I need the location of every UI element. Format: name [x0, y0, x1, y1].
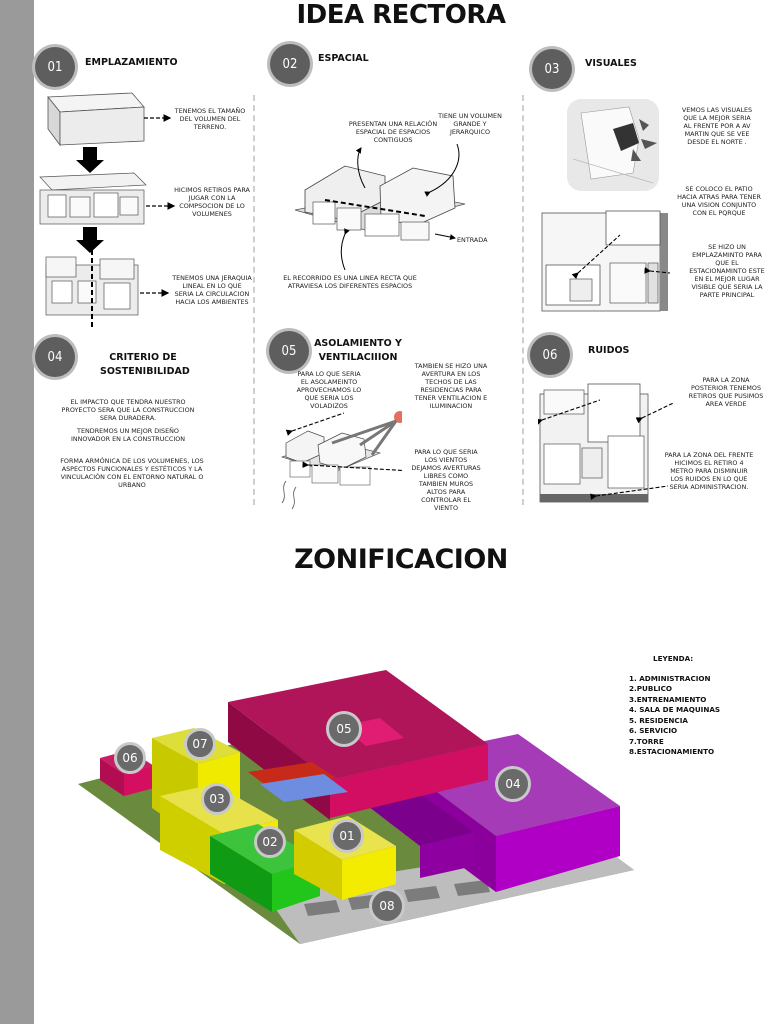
note-diseno-innovador: TENDREMOS UN MEJOR DISEÑO INNOVADOR EN L…	[70, 427, 186, 443]
note-zona-posterior: PARA LA ZONA POSTERIOR TENEMOS RETIROS Q…	[688, 376, 764, 408]
emplazamiento-diagram	[39, 92, 176, 327]
legend-item-torre: 7.TORRE	[629, 736, 664, 746]
section-badge-02: 02	[270, 44, 310, 84]
legend-item-residencia: 5. RESIDENCIA	[629, 715, 688, 725]
note-impacto: EL IMPACTO QUE TENDRA NUESTRO PROYECTO S…	[61, 398, 195, 422]
left-sidebar-bar	[0, 0, 34, 1024]
legend-item-publico: 2.PUBLICO	[629, 684, 672, 693]
espacial-diagram	[294, 143, 466, 271]
zone-badge-07: 07	[184, 728, 216, 760]
legend-item-servicio: 6. SERVICIO	[629, 726, 678, 735]
note-voladizos: PARA LO QUE SERIA EL ASOLAMEINTO APROVEC…	[296, 370, 362, 410]
legend-item-sala-maquinas: 4. SALA DE MAQUINAS	[629, 705, 721, 714]
page-title-zonificacion: ZONIFICACION	[294, 544, 508, 575]
note-relacion-espacial: PRESENTAN UNA RELACIÓN ESPACIAL DE ESPAC…	[348, 120, 438, 144]
note-terreno: TENEMOS EL TAMAÑO DEL VOLUMEN DEL TERREN…	[174, 107, 246, 131]
zone-badge-06: 06	[114, 742, 146, 774]
zone-badge-01: 01	[330, 819, 364, 853]
note-vientos: PARA LO QUE SERIA LOS VIENTOS DEJAMOS AV…	[411, 448, 481, 512]
note-avertura-techos: TAMBIEN SE HIZO UNA AVERTURA EN LOS TECH…	[414, 362, 488, 410]
section-heading-emplazamiento: EMPLAZAMIENTO	[85, 57, 178, 68]
section-badge-04: 04	[35, 337, 75, 377]
zone-badge-08: 08	[369, 888, 405, 924]
legend-box: LEYENDA: 1. ADMINISTRACION 2.PUBLICO 3.E…	[629, 654, 720, 758]
column-divider-2	[522, 95, 524, 505]
section-heading-visuales: VISUALES	[585, 58, 637, 69]
section-heading-espacial: ESPACIAL	[318, 53, 369, 64]
section-badge-03: 03	[532, 49, 572, 89]
note-patio-atras: SE COLOCO EL PATIO HACIA ATRAS PARA TENE…	[677, 185, 761, 217]
note-forma-armonica: FORMA ARMÓNICA DE LOS VOLUMENES, LOS ASP…	[60, 457, 204, 489]
note-estacionamiento: SE HIZO UN EMPLAZAMINTO PARA QUE EL ESTA…	[689, 243, 765, 299]
visuales-site-map	[567, 99, 659, 191]
visuales-plan-diagram	[541, 210, 670, 312]
ruidos-plan-diagram	[538, 383, 673, 503]
legend-item-administracion: 1. ADMINISTRACION	[629, 673, 711, 683]
page-title-idea-rectora: IDEA RECTORA	[296, 0, 506, 30]
zonificacion-3d-diagram	[78, 670, 634, 944]
section-heading-asolamiento: ASOLAMIENTO Y VENTILACIIION	[314, 338, 402, 363]
zone-badge-04: 04	[495, 766, 531, 802]
section-badge-01: 01	[35, 47, 75, 87]
note-recorrido: EL RECORRIDO ES UNA LINEA RECTA QUE ATRA…	[283, 274, 417, 290]
note-volumen-grande: TIENE UN VOLUMEN GRANDE Y JERARQUICO	[438, 112, 502, 136]
note-zona-frente: PARA LA ZONA DEL FRENTE HICIMOS EL RETIR…	[664, 451, 754, 491]
zone-badge-05: 05	[326, 711, 362, 747]
zone-badge-03: 03	[201, 783, 233, 815]
legend-title: LEYENDA:	[653, 654, 694, 663]
legend-item-entrenamiento: 3.ENTRENAMIENTO	[629, 694, 707, 704]
section-badge-05: 05	[269, 331, 309, 371]
section-badge-06: 06	[530, 335, 570, 375]
note-retiros: HICIMOS RETIROS PARA JUGAR CON LA COMPSO…	[174, 186, 250, 218]
note-entrada: ENTRADA	[457, 236, 488, 244]
note-visuales-frente: VEMOS LAS VISUALES QUE LA MEJOR SERIA AL…	[681, 106, 753, 146]
section-heading-ruidos: RUIDOS	[588, 345, 630, 356]
column-divider-1	[253, 95, 255, 505]
zone-badge-02: 02	[254, 826, 286, 858]
legend-item-estacionamiento: 8.ESTACIONAMIENTO	[629, 747, 715, 756]
section-heading-sostenibilidad: CRITERIO DE SOSTENIBILIDAD	[100, 352, 190, 377]
asolamiento-diagram	[280, 411, 402, 510]
note-jerarquia-lineal: TENEMOS UNA JERAQUIA LINEAL EN LO QUE SE…	[172, 274, 252, 306]
